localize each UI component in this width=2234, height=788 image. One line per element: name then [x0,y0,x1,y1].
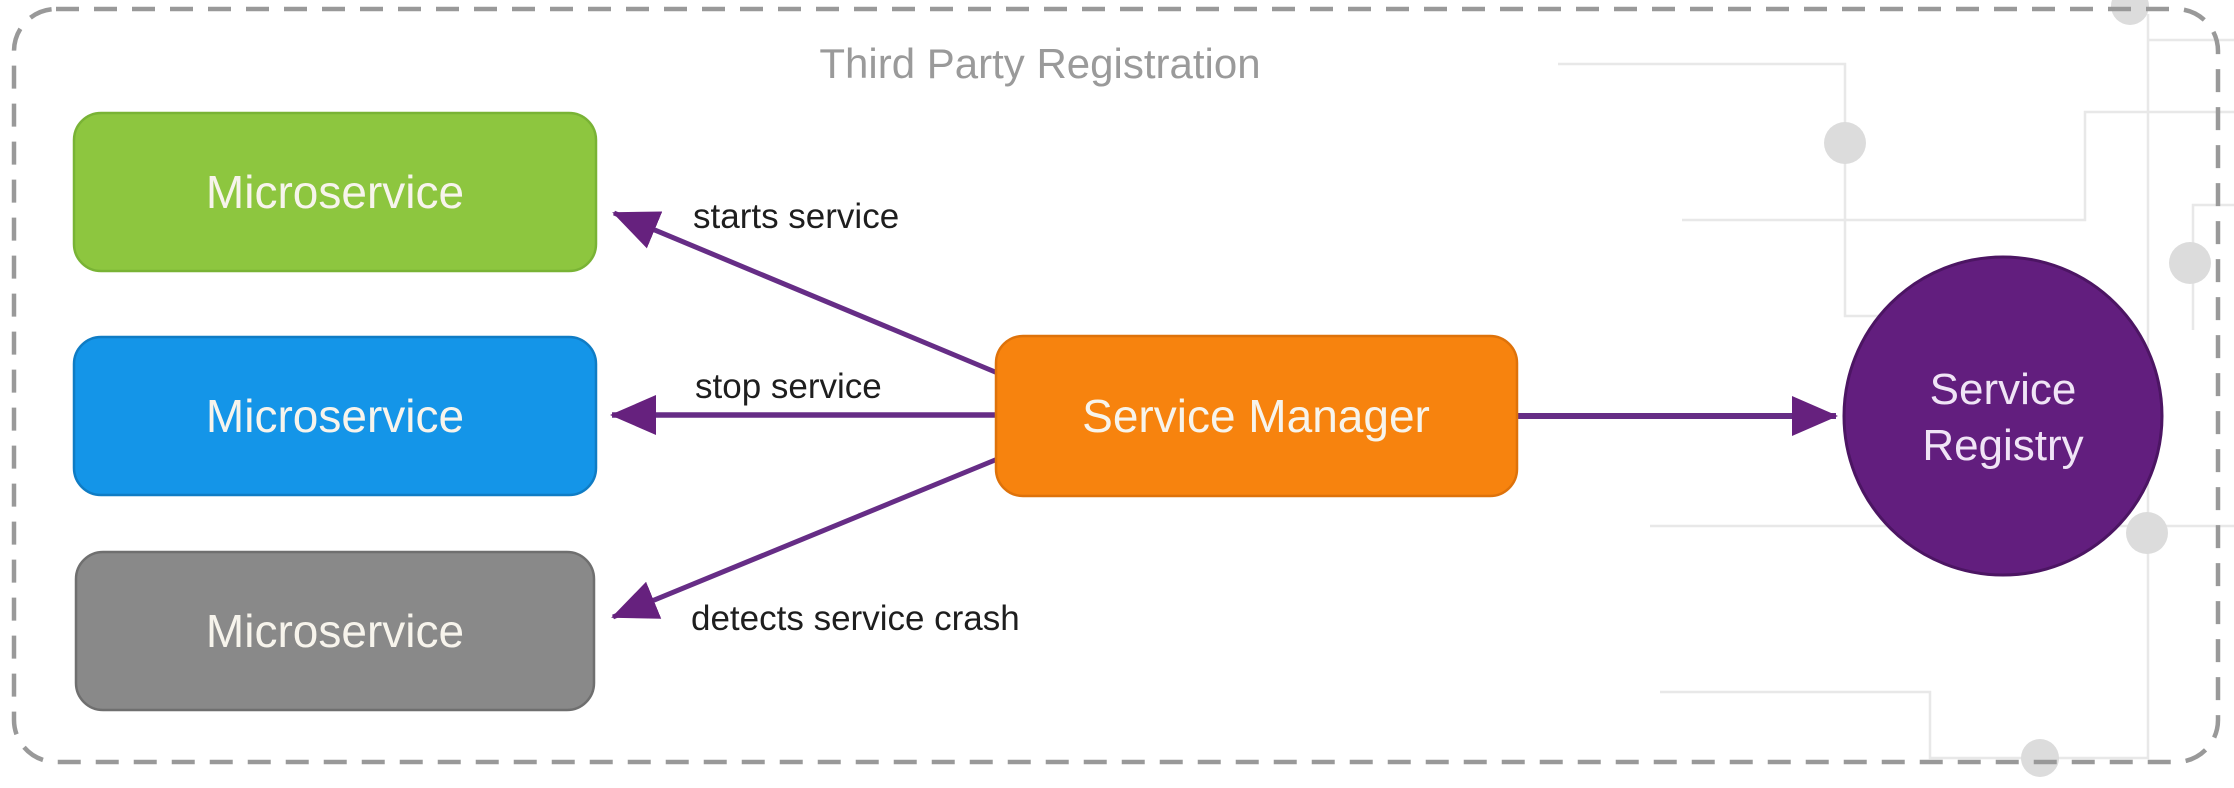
node-service-manager: Service Manager [994,334,1519,498]
circuit-line [1660,14,2150,760]
diagram-title: Third Party Registration [819,40,1260,87]
node-microservice-green: Microservice [72,111,598,273]
circuit-line [1682,110,2234,222]
node-service-registry-label-line1: Service [1930,365,2077,414]
diagram-dashed-border [11,6,2221,765]
circuit-dot [2111,0,2149,25]
circuit-dot [1824,122,1866,164]
node-microservice-gray: Microservice [74,550,596,712]
node-microservice-gray-box [74,550,596,712]
node-service-manager-label: Service Manager [1082,390,1430,442]
node-service-registry: Service Registry [1842,255,2164,577]
edge-label-starts-service: starts service [693,197,899,236]
node-service-registry-circle [1842,255,2164,577]
edge-detects-crash-arrow [611,455,1001,620]
node-service-manager-box [994,334,1519,498]
node-microservice-blue-label: Microservice [206,390,464,442]
circuit-dot [2169,242,2211,284]
circuit-line [2191,203,2234,330]
edge-label-detects-service-crash: detects service crash [691,599,1020,638]
node-microservice-blue-box [72,335,598,497]
node-microservice-green-box [72,111,598,273]
circuit-dot [2021,739,2059,777]
node-microservice-gray-label: Microservice [206,605,464,657]
node-microservice-green-label: Microservice [206,166,464,218]
edge-starts-service-arrow [612,210,1001,377]
edges-group [610,210,1838,620]
node-service-registry-label-line2: Registry [1922,421,2083,470]
circuit-dot [2126,512,2168,554]
node-microservice-blue: Microservice [72,335,598,497]
edge-label-stop-service: stop service [695,367,882,406]
